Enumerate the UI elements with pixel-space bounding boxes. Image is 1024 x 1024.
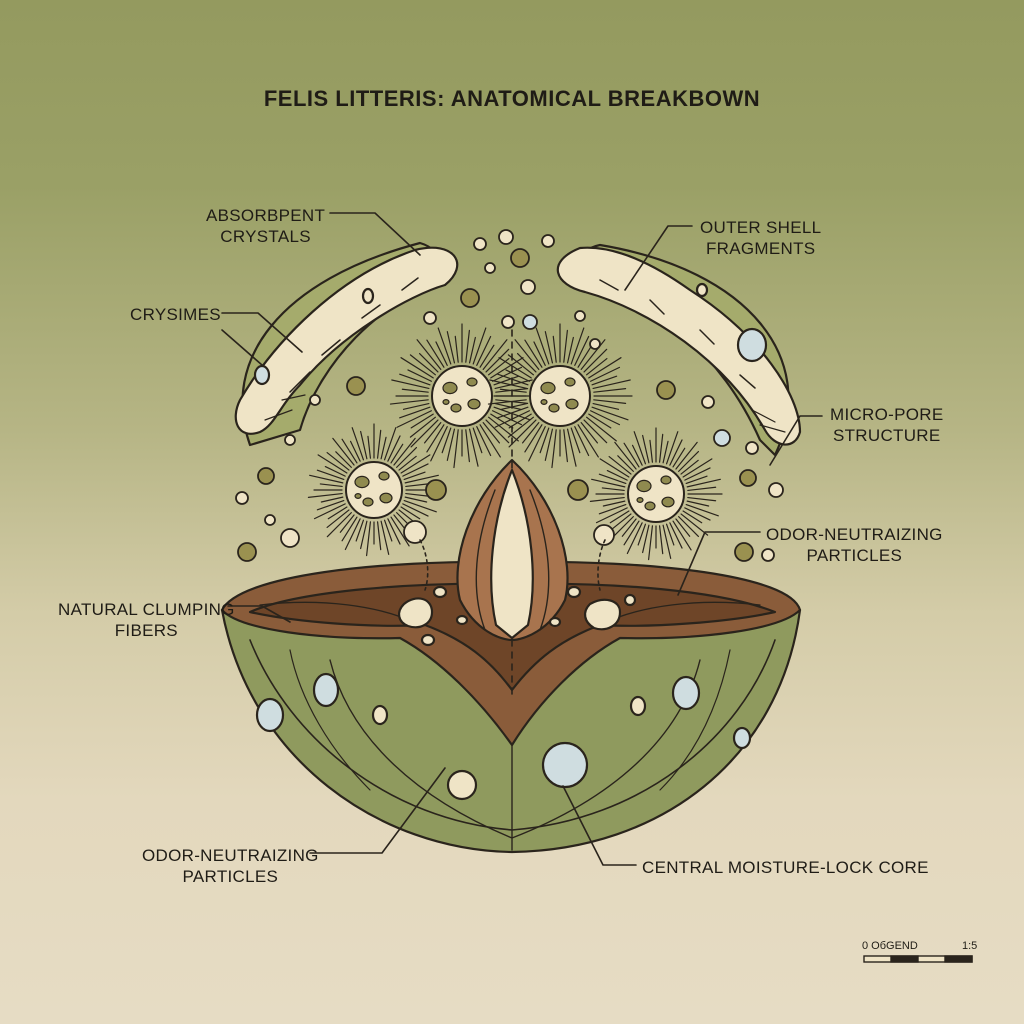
label-absorbent-line1: ABSORBPENT <box>206 206 326 225</box>
label-absorbent-line2: CRYSTALS <box>220 227 311 246</box>
spiky-particle-1 <box>389 323 535 469</box>
label-outer-shell-fragments: OUTER SHELL FRAGMENTS <box>700 217 821 259</box>
right-shell-fragment <box>556 246 802 446</box>
label-crysimes: CRYSIMES <box>130 305 221 324</box>
label-odor-right-line2: PARTICLES <box>806 546 903 565</box>
label-odor-bottom-line2: PARTICLES <box>182 867 279 886</box>
bowl-spot <box>312 672 340 708</box>
label-clumping-line1: NATURAL CLUMPING <box>58 600 235 619</box>
label-natural-clumping-fibers: NATURAL CLUMPING FIBERS <box>58 599 235 641</box>
label-odor-neutralizing-right: ODOR-NEUTRAIZING PARTICLES <box>766 524 943 566</box>
label-absorbent-crystals: ABSORBPENT CRYSTALS <box>206 205 325 247</box>
scale-bar <box>863 955 973 963</box>
label-outer-line1: OUTER SHELL <box>700 218 822 237</box>
spiky-particle-2 <box>487 323 633 469</box>
label-micro-line2: STRUCTURE <box>832 426 941 445</box>
scale-label-right: 1:5 <box>962 940 978 952</box>
label-odor-neutralizing-bottom: ODOR-NEUTRAIZING PARTICLES <box>142 845 319 887</box>
label-clumping-line2: FIBERS <box>114 621 178 640</box>
spiky-particle-3 <box>307 423 441 557</box>
label-micro-line1: MICRO-PORE <box>830 405 944 424</box>
label-micro-pore-structure: MICRO-PORE STRUCTURE <box>830 404 944 446</box>
scale-label-left: 0 ОбGEND <box>862 940 918 952</box>
label-central-moisture-lock-core: CENTRAL MOISTURE-LOCK CORE <box>642 858 929 877</box>
label-outer-line2: FRAGMENTS <box>705 239 816 258</box>
diagram-title: FELIS LITTERIS: ANATOMICAL BREAKBOWN <box>263 86 761 111</box>
spiky-particle-4 <box>589 427 723 561</box>
floating-granules <box>235 229 784 562</box>
label-odor-bottom-line1: ODOR-NEUTRAIZING <box>142 846 319 865</box>
label-odor-right-line1: ODOR-NEUTRAIZING <box>766 525 943 544</box>
